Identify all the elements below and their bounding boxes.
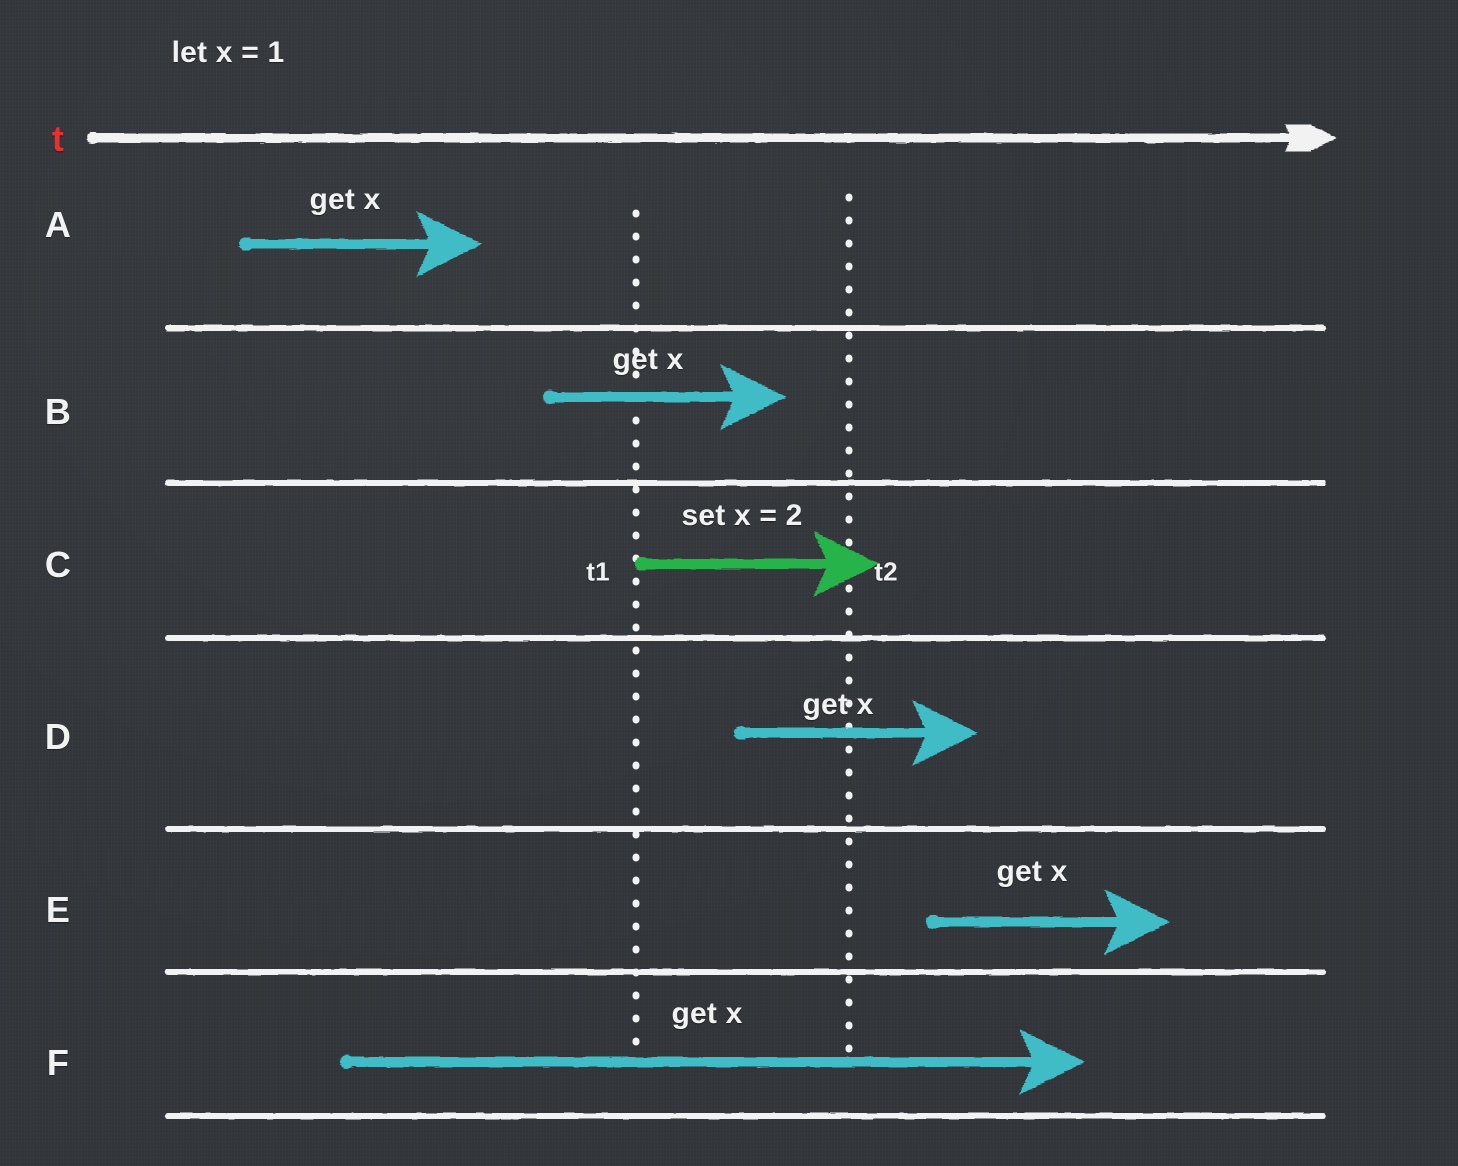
arrow-row-C: [635, 531, 879, 597]
operation-label-A: get x: [309, 183, 381, 216]
row-label-D: D: [44, 716, 72, 757]
time-axis-arrow: [87, 108, 1337, 168]
row-label-B: B: [44, 391, 72, 432]
marker-label-t2: t2: [874, 556, 898, 587]
arrow-row-F: [340, 1029, 1085, 1095]
operation-label-D: get x: [802, 688, 874, 721]
arrow-row-D: [734, 700, 978, 766]
operation-label-C: set x = 2: [681, 499, 803, 532]
arrow-row-B: [543, 364, 786, 430]
arrow-row-E: [926, 889, 1170, 955]
operation-label-E: get x: [996, 855, 1068, 888]
time-axis-label: t: [51, 118, 65, 159]
row-label-A: A: [44, 204, 72, 245]
marker-label-t1: t1: [586, 556, 610, 587]
time-marker-lines: [632, 193, 853, 1060]
row-label-C: C: [44, 544, 72, 585]
declaration-label: let x = 1: [171, 36, 285, 69]
row-label-E: E: [45, 889, 71, 930]
operation-label-B: get x: [612, 343, 684, 376]
row-label-F: F: [46, 1042, 70, 1083]
arrow-row-A: [239, 211, 482, 277]
operation-arrows: [239, 211, 1170, 1095]
lane-separators: [165, 325, 1326, 1119]
operation-label-F: get x: [671, 997, 743, 1030]
